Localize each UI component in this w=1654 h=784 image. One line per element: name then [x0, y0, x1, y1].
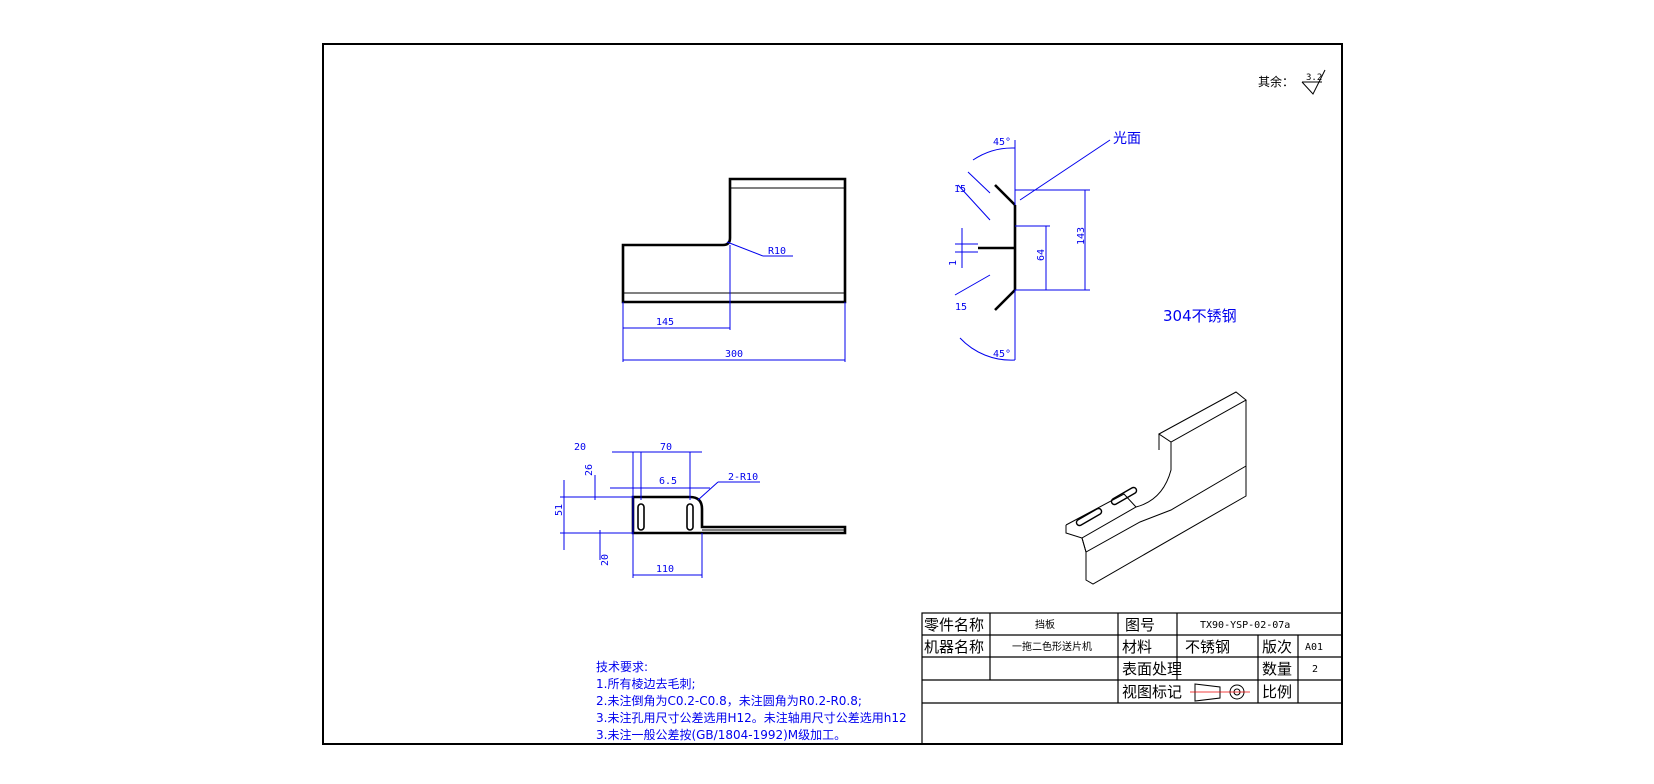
len-bottom: 15: [955, 302, 967, 313]
dim-145: 145: [656, 317, 674, 328]
tech-item-1: 1.所有棱边去毛刺;: [596, 676, 696, 691]
material-label: 材料: [1122, 638, 1152, 656]
machine-name-value: 一拖二色形送片机: [1012, 640, 1092, 653]
len-top: 15: [954, 184, 966, 195]
top-view: 20 70 6.5 2-R10 51 26 20 110: [554, 442, 847, 578]
radius-label: R10: [768, 246, 786, 257]
front-view-outline: [621, 177, 847, 304]
roughness-label: 其余：: [1258, 74, 1294, 89]
part-name-label: 零件名称: [924, 616, 984, 634]
side-view: 45° 45° 15 15 143 64 1 光面: [948, 131, 1141, 361]
quantity-label: 数量: [1262, 660, 1292, 678]
view-mark-label: 视图标记: [1122, 683, 1182, 701]
angle-bottom: 45°: [993, 349, 1011, 360]
dim-thickness: 1: [948, 260, 959, 266]
dim-20-top: 20: [574, 442, 586, 453]
material-note: 304不锈钢: [1163, 307, 1237, 325]
dim-300: 300: [725, 349, 743, 360]
roughness-value: 3.2: [1306, 73, 1322, 83]
dim-143: 143: [1076, 227, 1087, 245]
drawing-no-label: 图号: [1125, 616, 1155, 634]
scale-label: 比例: [1262, 683, 1292, 701]
slot-right: [686, 503, 694, 531]
quantity-value: 2: [1312, 664, 1318, 675]
dim-2-r10: 2-R10: [728, 472, 758, 483]
roughness-note: 其余： 3.2: [1258, 69, 1326, 95]
slot-left: [637, 503, 645, 531]
revision-label: 版次: [1262, 638, 1292, 656]
machine-name-label: 机器名称: [924, 638, 984, 656]
title-block: 零件名称 挡板 图号 TX90-YSP-02-07a 机器名称 一拖二色形送片机…: [921, 612, 1343, 745]
tech-requirements: 技术要求: 1.所有棱边去毛刺; 2.未注倒角为C0.2-C0.8，未注圆角为R…: [596, 660, 907, 742]
tech-item-3: 3.未注孔用尺寸公差选用H12。未注轴用尺寸公差选用h12: [596, 710, 907, 725]
dim-51: 51: [554, 504, 565, 516]
angle-top: 45°: [993, 137, 1011, 148]
surface-label: 光面: [1113, 131, 1141, 147]
dim-64: 64: [1036, 249, 1047, 261]
dim-70: 70: [660, 442, 672, 453]
revision-value: A01: [1305, 642, 1323, 653]
dim-26: 26: [584, 464, 595, 476]
material-value: 不锈钢: [1185, 638, 1230, 656]
tech-item-2: 2.未注倒角为C0.2-C0.8，未注圆角为R0.2-R0.8;: [596, 693, 862, 708]
drawing-no-value: TX90-YSP-02-07a: [1200, 620, 1290, 631]
iso-slot-2: [1075, 507, 1103, 527]
dim-20-left: 20: [600, 554, 611, 566]
tech-item-4: 3.未注一般公差按(GB/1804-1992)M级加工。: [596, 727, 846, 742]
roughness-symbol-icon: [1301, 69, 1326, 95]
isometric-view: [1065, 391, 1247, 585]
surface-treatment-label: 表面处理: [1122, 660, 1182, 678]
front-view: 145 300 R10: [621, 177, 847, 362]
projection-symbol-icon: [1190, 683, 1250, 702]
dim-6-5: 6.5: [659, 476, 677, 487]
tech-heading: 技术要求:: [596, 660, 648, 674]
top-view-outline: [631, 495, 847, 535]
iso-slot-1: [1110, 486, 1138, 506]
sheet-border: [322, 43, 1343, 745]
part-name-value: 挡板: [1035, 618, 1055, 631]
dim-110: 110: [656, 564, 674, 575]
